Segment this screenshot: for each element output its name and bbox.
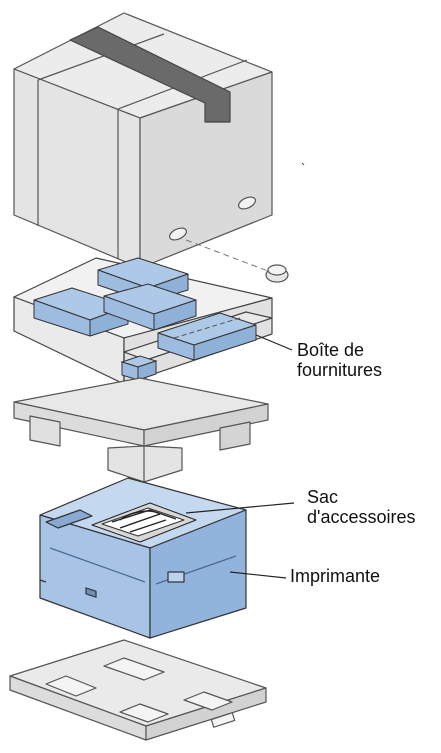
supply-cartridges [33,257,197,337]
carton-tape [69,26,231,123]
plug-guide-line [185,239,269,272]
accessories-bag [91,502,197,543]
handle-hole [237,196,257,210]
small-cartridge [120,355,158,381]
leader-supplies-box [255,334,293,351]
shipping-carton [13,12,273,269]
printer [39,477,247,639]
supplies-box [157,312,257,361]
carton-side-face [139,71,273,269]
leader-accessories-bag [185,502,295,514]
bottom-packing-tray [9,639,267,741]
hole-plug [265,264,289,283]
corner-spacer [13,377,269,483]
label-printer: Imprimante [290,566,381,586]
leader-printer [229,571,287,579]
label-accessories-bag: Sac d'accessoires [307,487,416,527]
label-supplies-box: Boîte de fournitures [297,340,383,380]
printer-side [149,509,247,639]
carton-top-seam [37,33,165,81]
handle-hole [168,227,188,241]
speck [301,162,305,166]
